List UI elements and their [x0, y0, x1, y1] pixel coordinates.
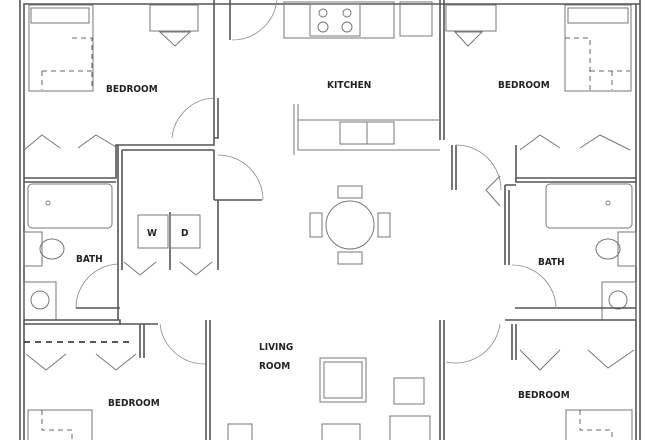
washer [137, 214, 169, 249]
kitchen: KITCHEN [229, 0, 445, 155]
toilet [595, 238, 621, 260]
bathtub [27, 183, 113, 229]
room-label-line2: ROOM [259, 361, 290, 372]
desk [149, 4, 199, 32]
bed [565, 409, 633, 440]
bath-right: BATH [504, 183, 637, 321]
bedroom-bottom-left: BEDROOM [24, 320, 211, 440]
room-label: BATH [76, 254, 103, 265]
room-label: BEDROOM [108, 398, 160, 409]
room-label: BEDROOM [498, 80, 550, 91]
armchair [389, 415, 431, 440]
desk [445, 4, 497, 32]
bed [564, 4, 632, 92]
dryer-label: D [181, 228, 188, 239]
coffee-table [321, 423, 361, 440]
refrigerator [399, 1, 433, 37]
room-label: KITCHEN [327, 80, 371, 91]
toilet-tank [23, 231, 43, 267]
room-label: BEDROOM [106, 84, 158, 95]
bedroom-bottom-right: BEDROOM [439, 320, 635, 440]
living-room: LIVING ROOM [227, 342, 431, 440]
counter [283, 1, 395, 39]
room-label: BEDROOM [518, 390, 570, 401]
side-table [227, 423, 253, 440]
laundry-closet: W D [117, 145, 264, 320]
bath-left: BATH [23, 183, 121, 325]
bedroom-top-right: BEDROOM [445, 4, 636, 207]
side-table [393, 377, 425, 405]
room-label: BATH [538, 257, 565, 268]
bathtub [545, 183, 633, 229]
armchair [319, 357, 367, 403]
bedroom-top-left: BEDROOM [23, 0, 219, 183]
sink [608, 290, 628, 310]
sink-cabinet [601, 281, 637, 321]
bed [27, 409, 93, 440]
dryer [169, 214, 201, 249]
toilet [39, 238, 65, 260]
bed [28, 4, 94, 92]
sink [30, 290, 50, 310]
washer-label: W [147, 228, 157, 239]
toilet-tank [617, 231, 637, 267]
room-label-line1: LIVING [259, 342, 293, 353]
outer-walls [19, 0, 641, 440]
door-swing [171, 97, 215, 139]
dining-table [309, 185, 391, 265]
sink-cabinet [23, 281, 57, 321]
stove [309, 3, 361, 37]
